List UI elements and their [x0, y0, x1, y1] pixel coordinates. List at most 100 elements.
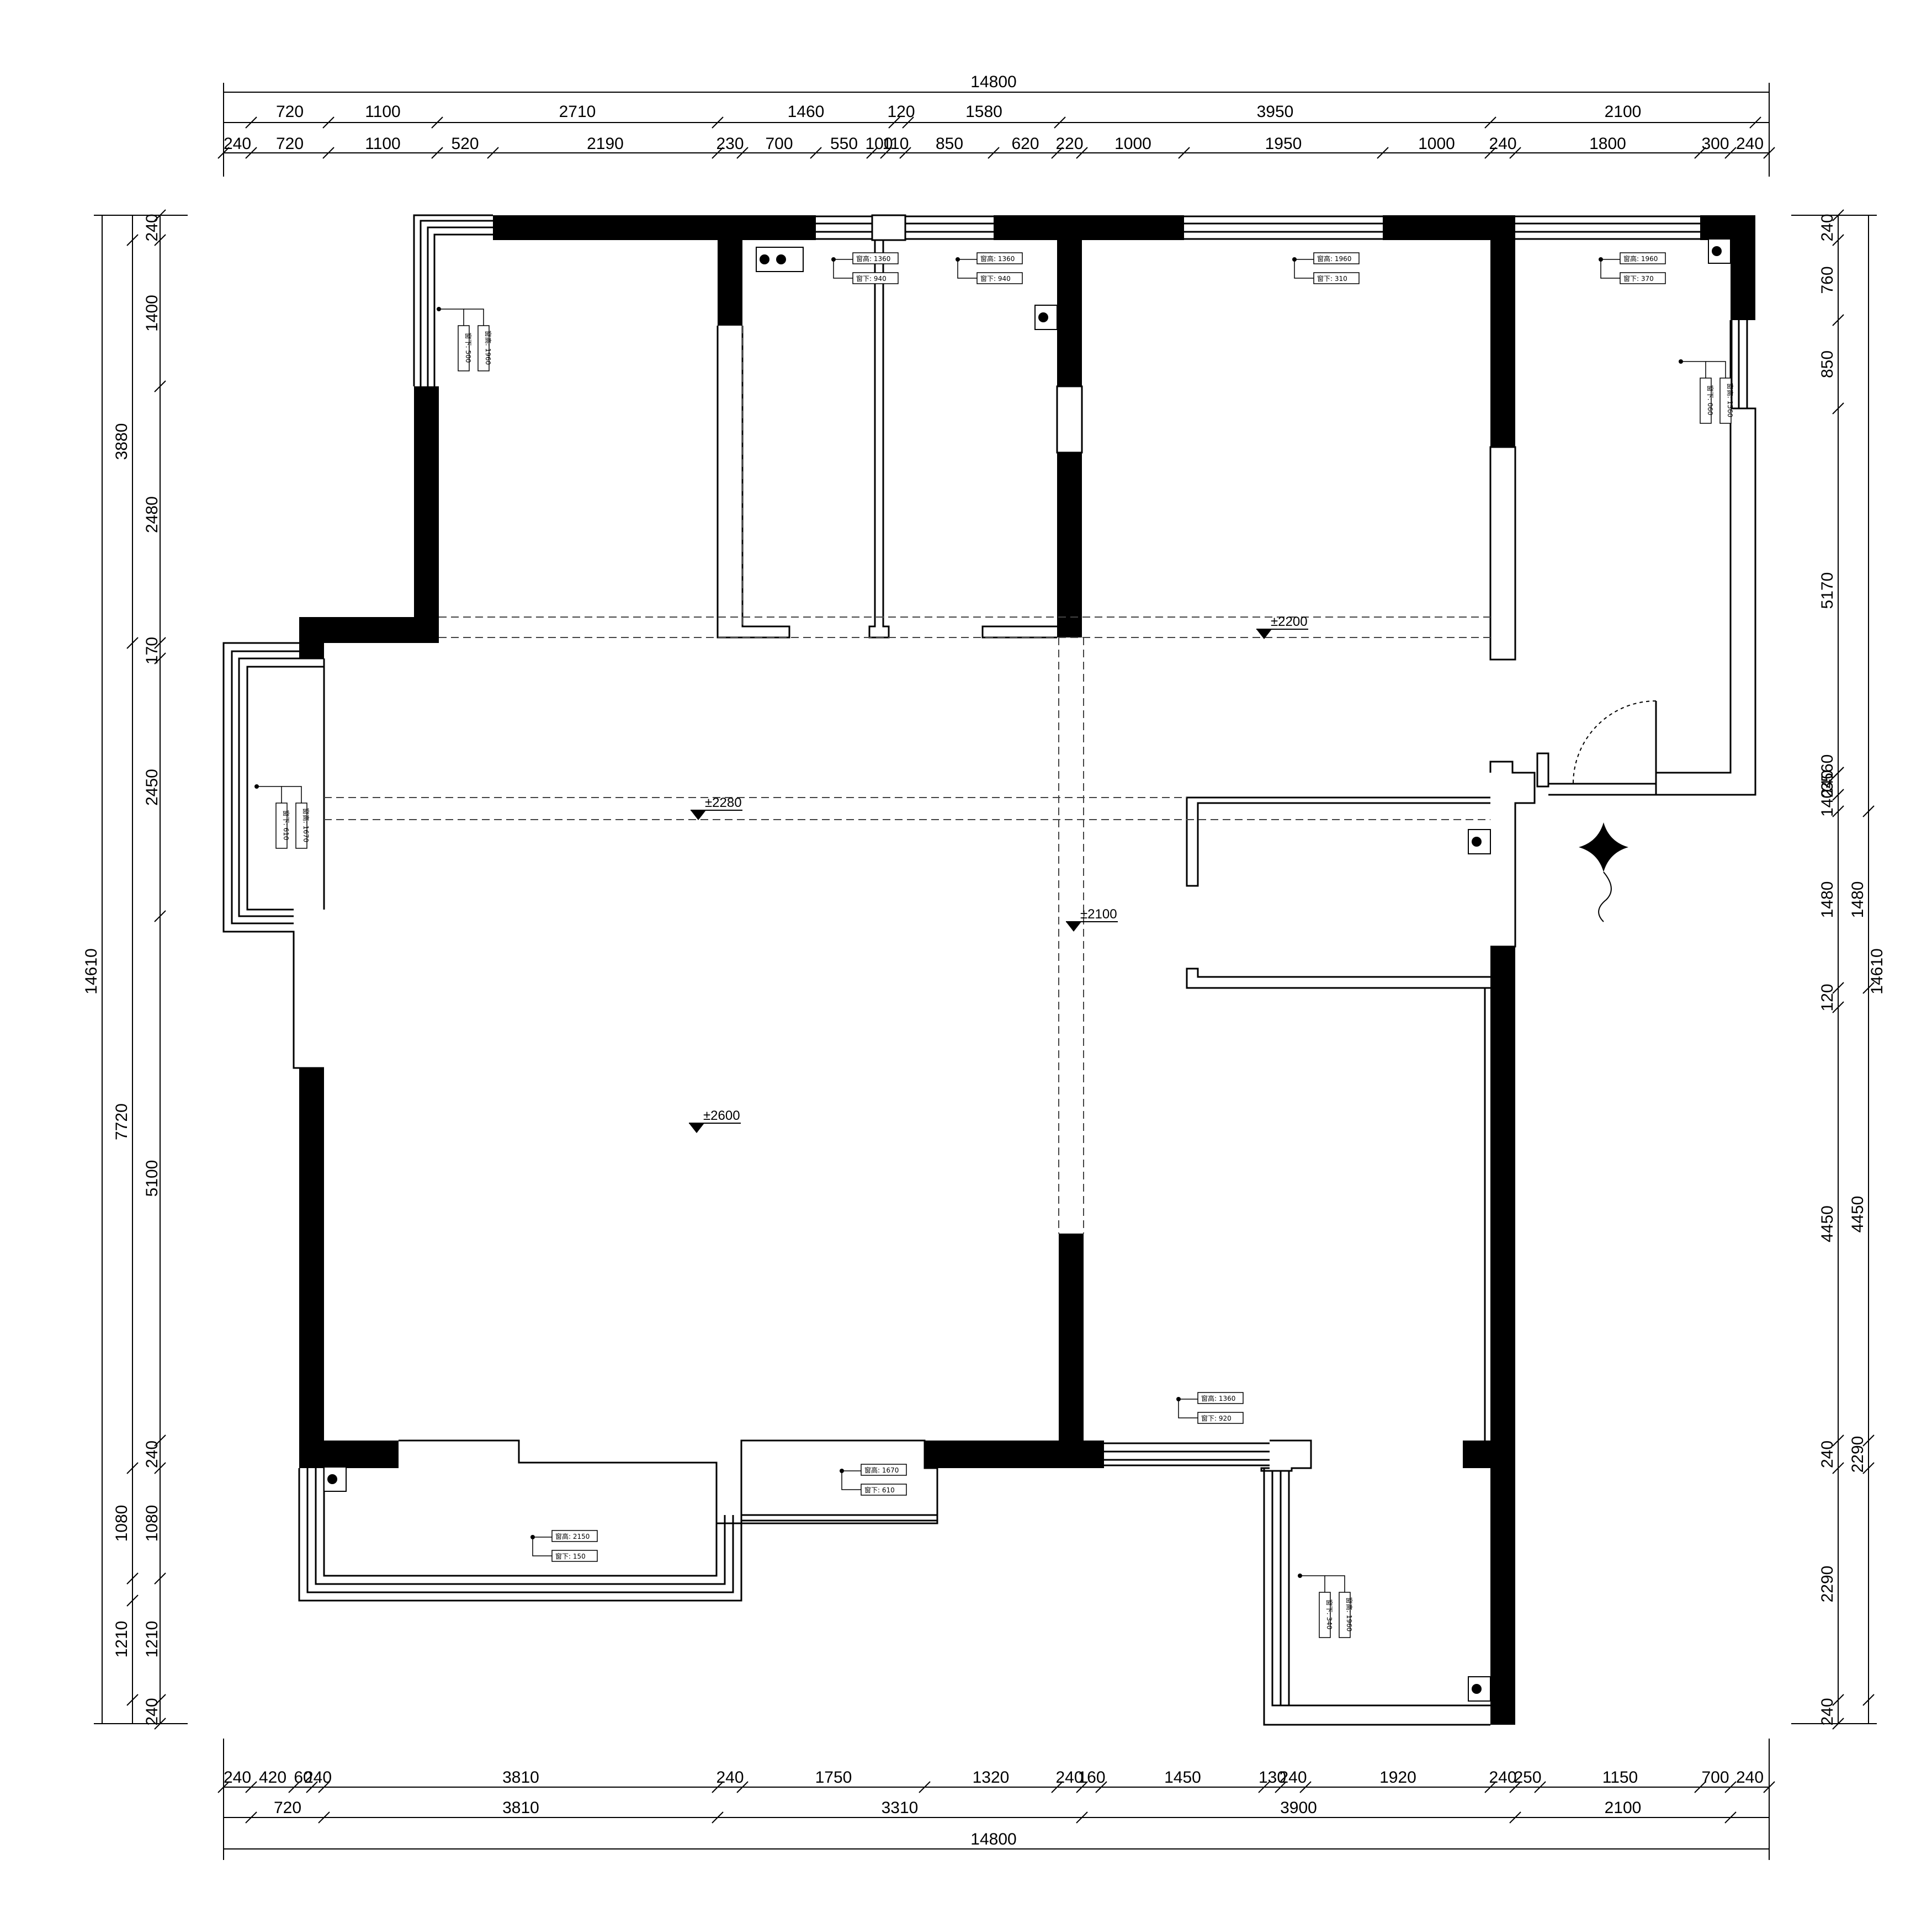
- dim-left-row2: 1400: [143, 295, 161, 332]
- dim-top-total: 14800: [970, 73, 1016, 91]
- dim-top-row2: 1800: [1589, 135, 1626, 153]
- dim-top-row1: 120: [887, 103, 915, 121]
- level-marker: ±2100: [1066, 907, 1118, 932]
- dim-bottom-row1: 1150: [1602, 1768, 1638, 1787]
- dim-top-row2: 100: [865, 135, 893, 153]
- dim-right-row1: 140: [1818, 789, 1837, 817]
- dim-bottom-row2: 2100: [1605, 1799, 1642, 1817]
- drain-icon: [1468, 1676, 1491, 1702]
- window-tag-a: 窗高: 1960: [1623, 254, 1658, 263]
- window-tag-b: 窗下: 920: [1201, 1415, 1232, 1422]
- dim-top-row2: 240: [1736, 135, 1764, 153]
- dim-bottom-row1: 240: [304, 1768, 332, 1787]
- dim-top-row1: 1460: [788, 103, 825, 121]
- dim-left-row3: 1080: [113, 1505, 131, 1542]
- drain-icon: [1034, 305, 1058, 330]
- dim-bottom-row1: 240: [716, 1768, 744, 1787]
- window-tag: 窗下: 060 窗高: 1560: [1679, 359, 1734, 424]
- dim-right-row1: 240: [1818, 1441, 1837, 1468]
- level-label: ±2100: [1080, 907, 1117, 922]
- dim-top-row2: 1950: [1265, 135, 1302, 153]
- window-tag-b: 窗下: 940: [856, 275, 887, 283]
- dim-bottom-row1: 240: [1055, 1768, 1083, 1787]
- window-tag: 窗高: 2150 窗下: 150: [530, 1530, 598, 1562]
- level-marker: ±2200: [1256, 614, 1308, 639]
- window-tag-b: 窗高: 1960: [1345, 1597, 1354, 1631]
- dim-left-row1: 3880: [113, 423, 131, 460]
- dim-top-row2: 520: [451, 135, 479, 153]
- drain-icon: [323, 1466, 347, 1492]
- dim-top-row2: 110: [883, 135, 909, 153]
- dim-right-row1: 120: [1818, 984, 1837, 1011]
- dim-top-row2: 2190: [587, 135, 624, 153]
- dim-right-row1: 240: [1818, 1698, 1837, 1725]
- window-tag: 窗下: 340 窗高: 1960: [1298, 1574, 1354, 1638]
- level-marker: ±2280: [691, 795, 742, 820]
- dim-left-row2: 1210: [143, 1621, 161, 1658]
- window-tag-b: 窗高: 1670: [302, 808, 310, 842]
- dim-left-row2: 1080: [143, 1505, 161, 1542]
- window-tag-b: 窗高: 1960: [484, 331, 492, 365]
- dim-bottom-row1: 240: [1736, 1768, 1764, 1787]
- dim-left-row2: 240: [143, 1441, 161, 1468]
- dim-right-row2: 2290: [1849, 1436, 1867, 1473]
- dim-left-row1: 7720: [113, 1103, 131, 1140]
- dim-bottom-row1: 1320: [973, 1768, 1010, 1787]
- window-tag-b: 窗下: 150: [555, 1553, 586, 1560]
- window-tag-b: 窗高: 1560: [1726, 383, 1734, 417]
- dim-bottom-row2: 3810: [502, 1799, 539, 1817]
- dim-bottom-row1: 240: [1279, 1768, 1307, 1787]
- dim-top-row1: 720: [276, 103, 304, 121]
- window-tag-b: 窗下: 370: [1623, 275, 1654, 283]
- window-tag-a: 窗下: 340: [1325, 1599, 1333, 1630]
- dim-left-row2: 2450: [143, 769, 161, 806]
- dim-top-row2: 1000: [1114, 135, 1151, 153]
- dim-top-row1: 2100: [1605, 103, 1642, 121]
- dim-bottom-row1: 700: [1701, 1768, 1729, 1787]
- dim-top-row2: 700: [765, 135, 793, 153]
- window-tag-a: 窗下: 060: [1706, 385, 1714, 416]
- dim-right-row1: 240: [1818, 770, 1837, 798]
- dim-left-row2: 240: [143, 1698, 161, 1725]
- dim-top-row2: 300: [1701, 135, 1729, 153]
- dim-right-row2: 4450: [1849, 1196, 1867, 1233]
- dim-right-total: 14610: [1868, 948, 1886, 994]
- walls: [299, 215, 1755, 1725]
- dim-top-row1: 3950: [1257, 103, 1294, 121]
- dim-left-row2: 240: [143, 214, 161, 241]
- dim-bottom-row1: 3810: [502, 1768, 539, 1787]
- window-tag-a: 窗高: 2150: [555, 1532, 590, 1540]
- window-tag-b: 窗下: 610: [864, 1486, 895, 1494]
- dim-top-row1: 2710: [559, 103, 596, 121]
- level-label: ±2600: [703, 1108, 740, 1123]
- dim-top-row1: 1580: [965, 103, 1002, 121]
- dim-bottom-row1: 250: [1514, 1768, 1541, 1787]
- window-tag-b: 窗下: 940: [980, 275, 1011, 283]
- dim-top-row2: 240: [1489, 135, 1516, 153]
- ceiling-lines: [324, 326, 1490, 1234]
- dim-left-total: 14610: [82, 948, 100, 994]
- dim-top-row2: 240: [224, 135, 251, 153]
- dimensions: [94, 83, 1877, 1860]
- dim-bottom-row1: 240: [1489, 1768, 1516, 1787]
- drain-icon: [1468, 829, 1491, 854]
- window-tag-a: 窗高: 1360: [856, 254, 890, 263]
- dim-bottom-row2: 3900: [1280, 1799, 1317, 1817]
- north-star-icon: [1579, 822, 1628, 922]
- dim-bottom-total: 14800: [970, 1830, 1016, 1848]
- window-tag: 窗高: 1360 窗下: 940: [831, 252, 899, 284]
- dim-right-row1: 760: [1818, 266, 1837, 294]
- dim-bottom-row1: 240: [224, 1768, 251, 1787]
- dim-top-row1: 1100: [365, 103, 401, 121]
- dim-top-row2: 1100: [365, 135, 401, 153]
- dim-right-row2: 1480: [1849, 881, 1867, 918]
- level-marker: ±2600: [689, 1108, 741, 1133]
- level-label: ±2280: [705, 795, 742, 810]
- dim-left-row2: 2480: [143, 496, 161, 533]
